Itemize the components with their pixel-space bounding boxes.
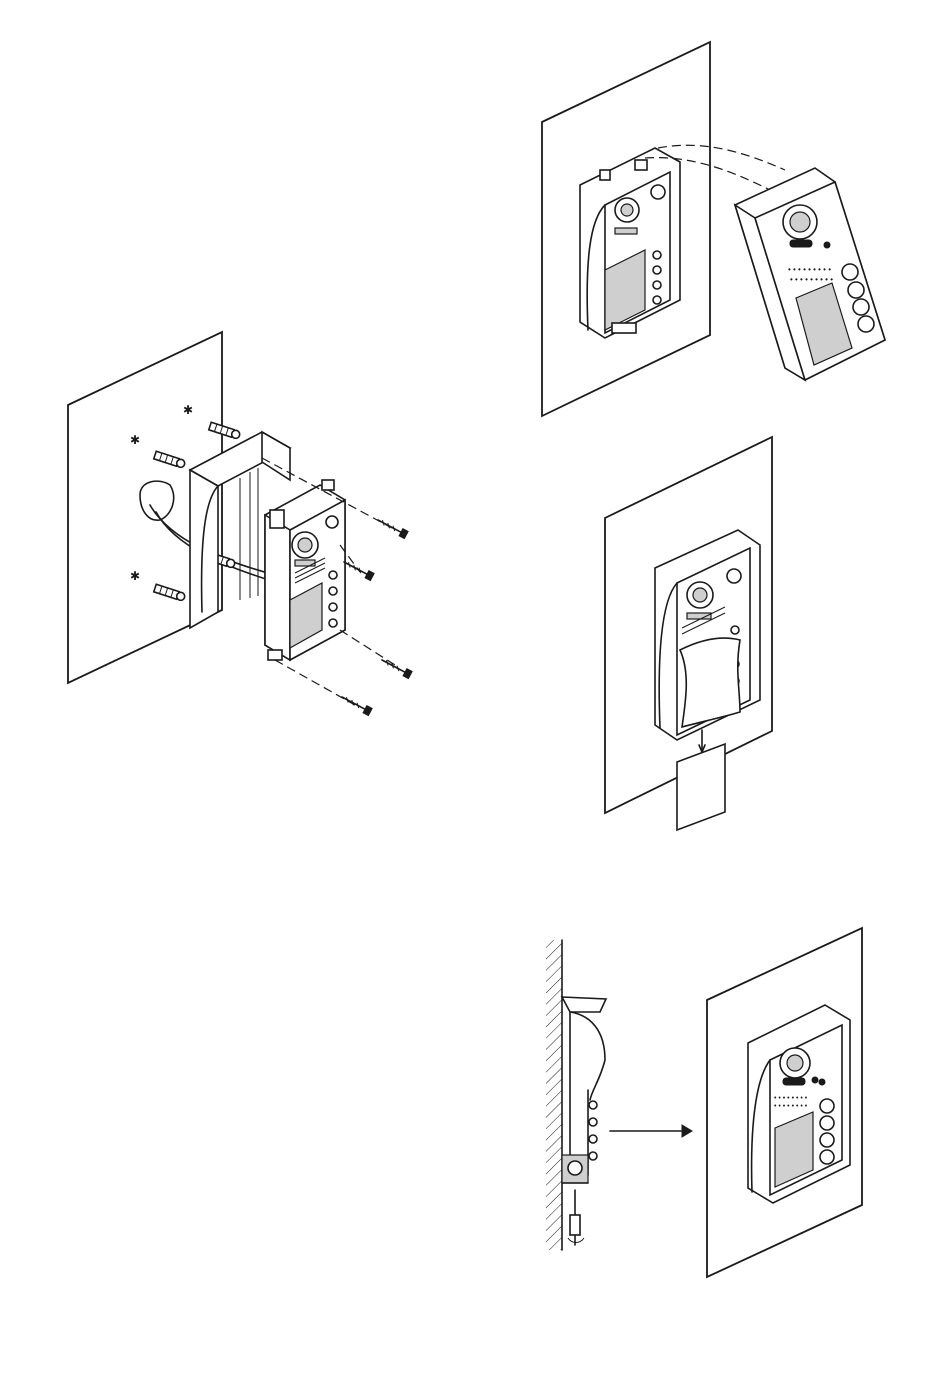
wall-mount-step: ✱ ✱ ✱ — [68, 332, 412, 716]
svg-text:✱: ✱ — [130, 569, 140, 583]
secure-screw-step: • • • • • • • • • • • • • • • • — [546, 928, 862, 1277]
side-profile — [562, 997, 606, 1183]
svg-text:✱: ✱ — [130, 433, 140, 447]
speaker-grille-icon: • • • • • • • • • • • • • • • • — [774, 1095, 808, 1110]
door-panel-front: • • • • • • • • • • • • • • • • • • — [735, 168, 885, 380]
svg-text:• • • • • • • • •: • • • • • • • • • — [790, 275, 833, 284]
mounting-screw-icon — [340, 516, 412, 715]
screwdriver-icon — [568, 1190, 584, 1245]
name-card — [680, 638, 740, 727]
insert-name-card-step — [605, 437, 772, 830]
speaker-grille-icon: • • • • • • • • • • • • • • • • • • — [788, 265, 833, 284]
svg-text:• • • • • • • •: • • • • • • • • — [774, 1095, 808, 1102]
wall-section — [546, 940, 562, 1250]
svg-text:✱: ✱ — [183, 403, 193, 417]
attach-panel-step: • • • • • • • • • • • • • • • • • • — [542, 42, 885, 416]
door-station-body — [265, 480, 345, 660]
svg-text:• • • • • • • • •: • • • • • • • • • — [788, 265, 831, 274]
svg-text:• • • • • • • •: • • • • • • • • — [774, 1103, 808, 1110]
